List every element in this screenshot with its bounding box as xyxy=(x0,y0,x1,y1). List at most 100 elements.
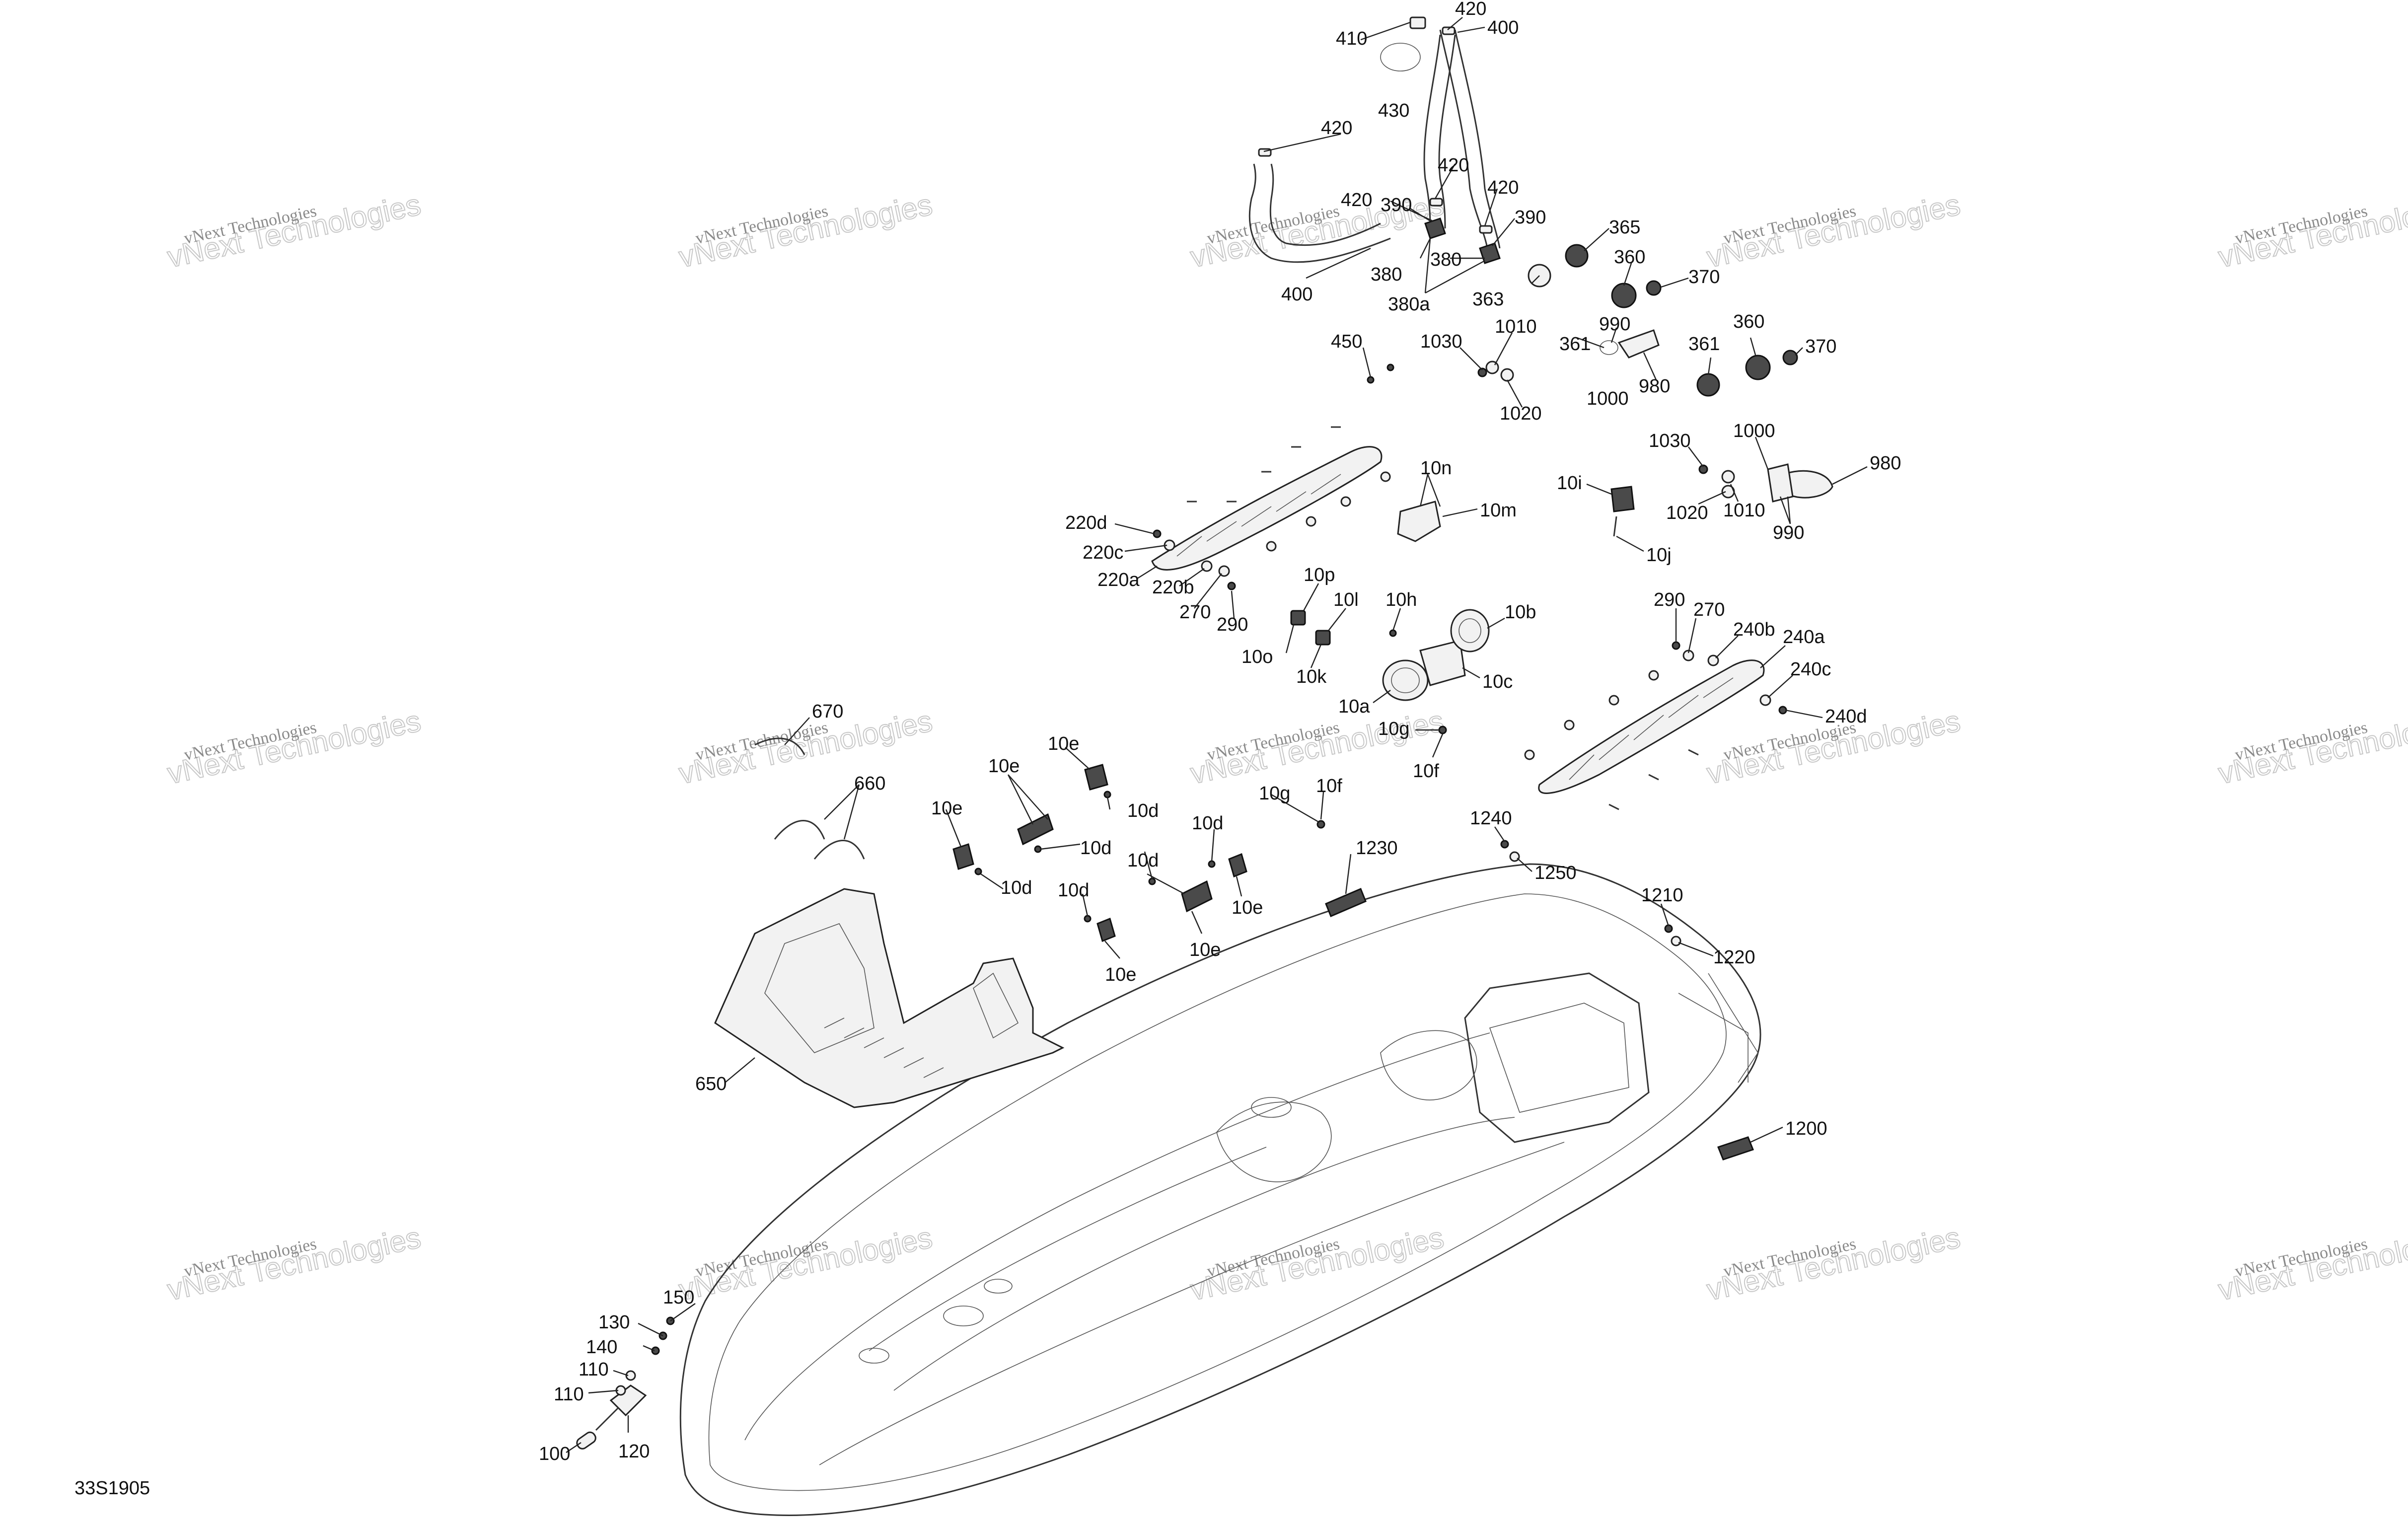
leader-line xyxy=(1532,275,1540,284)
leader-line xyxy=(1194,573,1222,609)
part-number-label: 390 xyxy=(1381,195,1412,216)
cap-10b xyxy=(1450,609,1490,653)
watermarks: vNext Technologies vNext Technologies vN… xyxy=(164,187,2408,1307)
leader-line xyxy=(1616,535,1644,552)
part-number-label: 10d xyxy=(1001,877,1032,898)
part-number-label: 380 xyxy=(1371,264,1402,285)
leader-line xyxy=(1082,893,1089,917)
washer-1220 xyxy=(1671,936,1681,946)
bolt-10j xyxy=(1613,516,1617,537)
part-number-label: 10d xyxy=(1058,880,1089,901)
leader-line xyxy=(1106,797,1111,810)
plate-1200 xyxy=(1717,1136,1754,1161)
leader-line xyxy=(1306,247,1371,279)
nut xyxy=(1380,471,1391,482)
screw-1240 xyxy=(1500,840,1509,849)
tray-650-inner xyxy=(764,923,875,1053)
part-number-label: 220b xyxy=(1152,577,1194,598)
part-number-label: 1220 xyxy=(1713,947,1755,968)
hull-deck-fitting xyxy=(859,1348,889,1364)
part-number-label: 400 xyxy=(1281,284,1313,305)
part-number-label: 10p xyxy=(1304,565,1335,585)
center-components xyxy=(1290,501,1490,829)
part-number-label: 140 xyxy=(586,1337,617,1358)
leader-line xyxy=(1688,446,1704,467)
part-number-label: 10n xyxy=(1420,458,1452,479)
screw-220d xyxy=(1153,529,1162,538)
leader-line xyxy=(1610,327,1617,343)
part-number-label: 10i xyxy=(1557,473,1582,494)
part-number-label: 380 xyxy=(1430,249,1461,270)
part-number-label: 10j xyxy=(1646,545,1672,566)
drain-plug-100 xyxy=(576,1431,596,1450)
leader-line xyxy=(1715,635,1739,658)
leader-line xyxy=(1007,774,1048,825)
part-number-label: 10f xyxy=(1316,776,1342,797)
nut xyxy=(1306,516,1316,527)
part-number-label: 1010 xyxy=(1495,316,1537,337)
part-number-label: 650 xyxy=(695,1074,727,1094)
nut xyxy=(1340,496,1351,507)
hull-deck-fitting xyxy=(943,1306,984,1326)
part-number-label: 1000 xyxy=(1733,421,1775,441)
bolt-1030 xyxy=(1477,367,1487,377)
part-number-label: 10f xyxy=(1413,761,1439,782)
watermark: vNext Technologies vNext Technologies xyxy=(1703,187,1964,274)
washer-1010 xyxy=(1485,361,1499,374)
part-number-label: 10g xyxy=(1378,719,1409,739)
part-number-label: 10e xyxy=(1189,940,1221,960)
part-number-label: 660 xyxy=(854,773,885,794)
leader-line xyxy=(1410,208,1431,222)
plate-1230 xyxy=(1325,888,1367,917)
strap-660 xyxy=(813,840,865,860)
part-number-label: 1030 xyxy=(1420,331,1462,352)
part-number-label: 130 xyxy=(598,1312,630,1333)
gear-360 xyxy=(1611,283,1637,308)
hose-400 xyxy=(1439,29,1488,249)
watermark: vNext Technologies vNext Technologies xyxy=(2215,187,2408,274)
part-number-label: 363 xyxy=(1472,289,1504,310)
nut xyxy=(1564,720,1575,730)
part-number-label: 1230 xyxy=(1356,838,1398,859)
flange-10a xyxy=(1382,659,1429,701)
part-number-label: 360 xyxy=(1614,247,1645,268)
part-number-label: 220a xyxy=(1097,570,1140,590)
part-number-label: 10e xyxy=(988,756,1020,777)
clip-10e xyxy=(1084,764,1108,791)
cap-10b-inner xyxy=(1459,618,1481,643)
leader-line xyxy=(1236,876,1242,897)
nut xyxy=(1648,670,1659,681)
leader-line xyxy=(1147,873,1185,895)
watermark: vNext Technologies vNext Technologies xyxy=(2215,1220,2408,1307)
leader-line xyxy=(1271,794,1319,823)
strap-670 xyxy=(754,737,805,755)
plate-1000 xyxy=(1767,463,1794,503)
leader-line xyxy=(1303,583,1319,611)
clamp-420 xyxy=(1429,198,1443,207)
bolt-1030 xyxy=(1698,464,1708,474)
housing-10c xyxy=(1419,640,1466,686)
part-number-label: 100 xyxy=(539,1444,570,1464)
leader-line xyxy=(1457,26,1485,33)
leader-line xyxy=(1434,163,1456,199)
screw xyxy=(1688,749,1699,756)
watermark: vNext Technologies vNext Technologies xyxy=(675,704,936,791)
gear-365 xyxy=(1565,244,1589,268)
screw xyxy=(1648,774,1659,781)
part-number-label: 990 xyxy=(1773,522,1804,543)
hull-accessories xyxy=(1325,840,1754,1161)
leader-line xyxy=(643,1345,655,1352)
leader-line xyxy=(1328,608,1346,631)
fitting-410 xyxy=(1409,16,1426,29)
hull-engine-mount xyxy=(1216,1101,1332,1182)
leader-line xyxy=(1832,466,1868,485)
screw-10d xyxy=(1084,915,1092,923)
hull-outer-outline xyxy=(679,863,1761,1516)
leader-line xyxy=(1506,379,1523,408)
part-number-label: 10e xyxy=(1105,964,1136,985)
part-number-label: 1020 xyxy=(1666,503,1708,523)
leader-line xyxy=(1419,238,1431,259)
part-number-label: 240d xyxy=(1825,706,1867,727)
leader-line xyxy=(1310,644,1322,668)
